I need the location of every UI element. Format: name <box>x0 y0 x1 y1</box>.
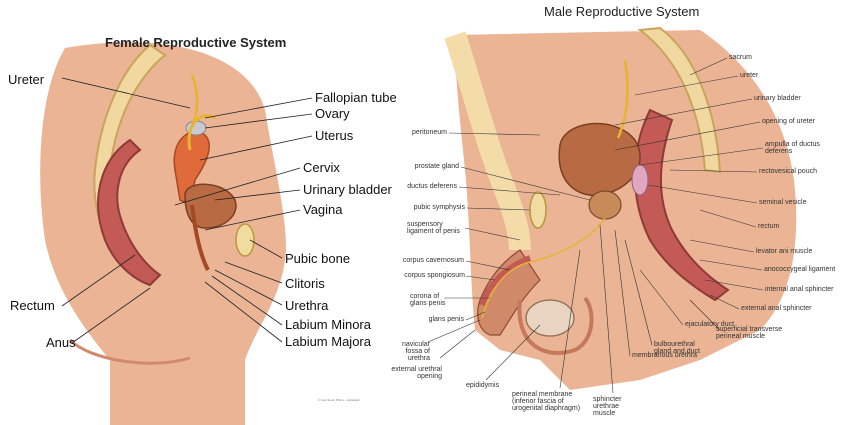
label-sacrum: sacrum <box>729 54 752 61</box>
label-levator-ani-muscle: levator ani muscle <box>756 248 813 255</box>
label-membranous-urethra: membranous urethra <box>632 352 697 359</box>
label-ejaculatory-duct: ejaculatory duct <box>685 321 735 328</box>
label-urethra: Urethra <box>285 298 329 313</box>
label-male-urinary-bladder: urinary bladder <box>754 95 801 102</box>
label-uterus: Uterus <box>315 128 354 143</box>
label-prostate-gland: prostate gland <box>414 163 459 170</box>
female-rectum-shape <box>97 138 162 287</box>
label-sphincter-urethrae-muscle: sphincter urethrae muscle <box>593 396 622 417</box>
label-corpus-cavernosum: corpus cavernosum <box>402 257 464 264</box>
female-illustration <box>40 42 286 425</box>
female-leader-lines <box>61 77 313 344</box>
label-ampulla-of-ductus-deferens: ampulla of ductus deferens <box>765 141 820 155</box>
male-diagram-title: Male Reproductive System <box>544 4 700 19</box>
female-uterus-shape <box>173 131 210 207</box>
male-testis-shape <box>525 299 575 337</box>
female-gluteal-fold <box>68 338 191 365</box>
image-credit: © Can Stock Photo - csp4stock <box>318 398 360 402</box>
label-labium-minora: Labium Minora <box>285 317 371 332</box>
label-male-rectum: rectum <box>758 223 780 230</box>
label-corona-of-glans-penis: corona of glans penis <box>410 293 446 307</box>
male-sacrum <box>637 26 722 174</box>
label-anus: Anus <box>46 335 76 350</box>
label-ovary: Ovary <box>315 106 350 121</box>
female-diagram-title: Female Reproductive System <box>105 35 287 50</box>
male-corpus-cavernosum-shape <box>479 255 532 306</box>
label-superficial-transverse-perineal-muscle: superficial transverse perineal muscle <box>716 326 783 340</box>
female-vagina-shape <box>190 204 210 271</box>
label-anococcygeal-ligament: anococcygeal ligament <box>764 266 836 273</box>
male-abdominal-wall <box>444 31 531 251</box>
label-pubic-symphysis: pubic symphysis <box>413 204 465 211</box>
male-prostate-shape <box>588 190 622 220</box>
label-seminal-vesicle: seminal vesicle <box>759 199 807 206</box>
male-pubic-symphysis-shape <box>529 191 547 229</box>
label-vagina: Vagina <box>303 202 343 217</box>
male-leader-lines <box>427 57 764 394</box>
label-clitoris: Clitoris <box>285 276 325 291</box>
label-navicular-fossa-of-urethra: navicular fossa of urethra <box>401 341 430 362</box>
label-rectum: Rectum <box>10 298 55 313</box>
label-bulbourethral-gland-and-duct: bulbourethral gland and duct <box>654 341 700 355</box>
label-perineal-membrane: perineal membrane (inferior fascia of ur… <box>512 391 581 412</box>
label-rectovesical-pouch: rectovesical pouch <box>759 168 817 175</box>
label-ductus-deferens: ductus deferens <box>407 183 457 190</box>
female-pubic-bone-shape <box>235 223 255 257</box>
female-ureter-shape <box>188 74 199 131</box>
male-illustration <box>444 26 797 390</box>
label-glans-penis: glans penis <box>428 316 464 323</box>
label-corpus-spongiosum: corpus spongiosum <box>404 272 465 279</box>
male-seminal-vesicle-shape <box>631 164 649 196</box>
label-ureter: Ureter <box>8 72 45 87</box>
label-peritoneum: peritoneum <box>411 129 447 136</box>
label-urinary-bladder: Urinary bladder <box>303 182 392 197</box>
label-fallopian-tube: Fallopian tube <box>315 90 397 105</box>
label-opening-of-ureter: opening of ureter <box>762 118 815 125</box>
male-urethra-shape <box>481 217 606 319</box>
male-rectum-shape <box>634 108 730 302</box>
label-labium-majora: Labium Majora <box>285 334 371 349</box>
label-pubic-bone: Pubic bone <box>285 251 351 266</box>
label-epididymis: epididymis <box>466 382 500 389</box>
label-male-ureter: ureter <box>740 72 759 79</box>
male-scrotum-shape <box>517 296 594 355</box>
male-ureter-shape <box>616 59 629 139</box>
label-external-anal-sphincter: external anal sphincter <box>741 305 812 312</box>
label-suspensory-ligament-of-penis: suspensory ligament of penis <box>407 221 460 235</box>
label-external-urethral-opening: external urethral opening <box>391 366 442 380</box>
female-bladder-shape <box>184 183 237 229</box>
label-cervix: Cervix <box>303 160 340 175</box>
label-internal-anal-sphincter: internal anal sphincter <box>765 286 834 293</box>
